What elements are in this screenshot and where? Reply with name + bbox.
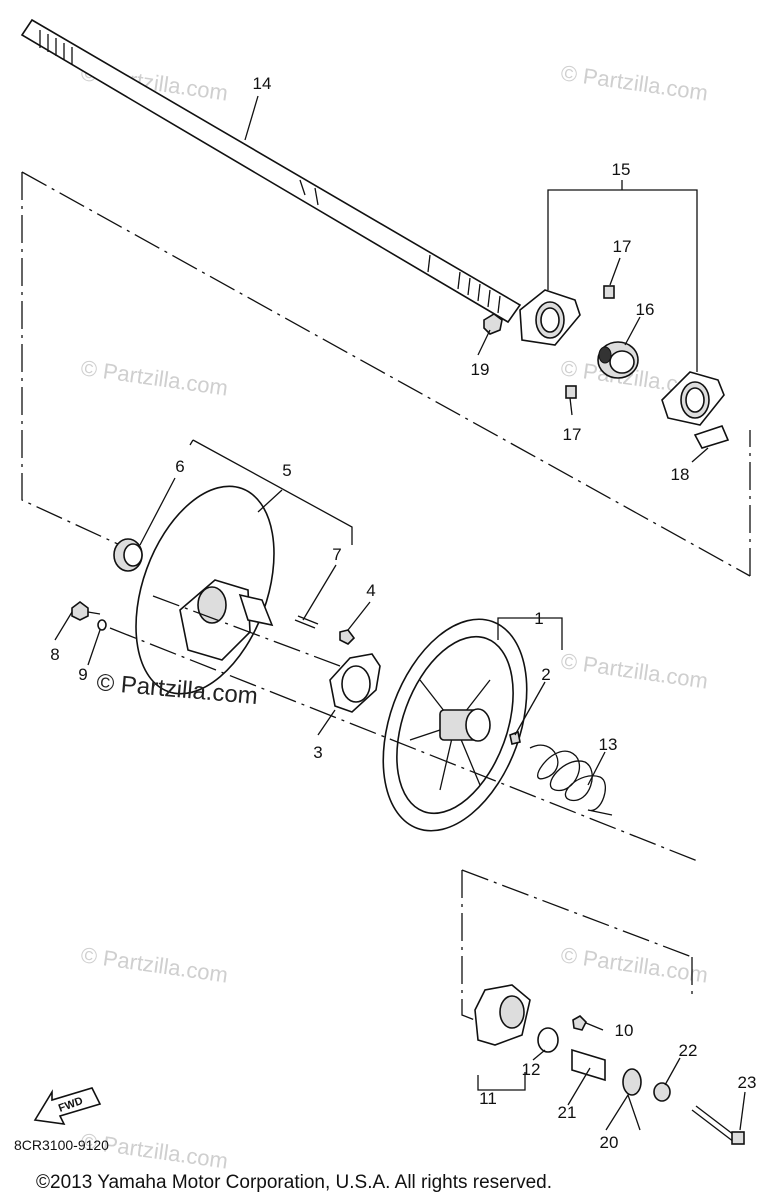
cam-hardware — [537, 1015, 745, 1145]
movable-sheave — [382, 618, 528, 832]
callout-9: 9 — [78, 665, 87, 684]
copyright-notice: ©2013 Yamaha Motor Corporation, U.S.A. A… — [36, 1172, 552, 1193]
callout-20: 20 — [600, 1133, 619, 1152]
drive-shaft — [20, 18, 522, 324]
callout-10: 10 — [615, 1021, 634, 1040]
callout-13: 13 — [599, 735, 618, 754]
sheave-fasteners — [71, 601, 319, 631]
set-screws-and-nuts — [483, 285, 730, 449]
callout-6: 6 — [175, 457, 184, 476]
callout-3: 3 — [313, 743, 322, 762]
fwd-arrow-icon: FWD — [33, 1087, 102, 1125]
bearing-housing-assembly — [519, 289, 725, 426]
callout-22: 22 — [679, 1041, 698, 1060]
callout-7: 7 — [332, 545, 341, 564]
callout-23: 23 — [738, 1073, 757, 1092]
watermark: © Partzilla.com — [559, 648, 709, 693]
cam — [474, 984, 531, 1046]
callout-21: 21 — [558, 1103, 577, 1122]
callout-19: 19 — [471, 360, 490, 379]
callout-2: 2 — [541, 665, 550, 684]
callout-11: 11 — [479, 1089, 497, 1108]
washer-and-bolt — [329, 629, 381, 713]
bushing — [113, 538, 143, 572]
bearing — [597, 341, 639, 379]
watermark-main: © Partzilla.com — [95, 669, 258, 710]
callout-16: 16 — [636, 300, 655, 319]
callout-15: 15 — [612, 160, 631, 179]
fixed-sheave — [135, 485, 275, 695]
diagram-code: 8CR3100-9120 — [14, 1137, 109, 1153]
watermark: © Partzilla.com — [79, 355, 229, 400]
callout-17: 17 — [613, 237, 632, 256]
callout-8: 8 — [50, 645, 59, 664]
callout-1: 1 — [534, 609, 543, 628]
watermark: © Partzilla.com — [79, 942, 229, 987]
leader-lines — [54, 95, 746, 1131]
callout-5: 5 — [282, 461, 291, 480]
assembly-frame — [21, 172, 121, 546]
watermark: © Partzilla.com — [559, 60, 709, 105]
callout-18: 18 — [671, 465, 690, 484]
callout-14: 14 — [253, 74, 272, 93]
spring — [529, 744, 613, 816]
callout-labels: 14 15 17 16 19 17 18 6 5 7 4 1 2 8 9 3 1… — [50, 74, 756, 1152]
callout-4: 4 — [366, 581, 375, 600]
callout-12: 12 — [522, 1060, 541, 1079]
callout-17-lower: 17 — [563, 425, 582, 444]
cam-frame — [461, 870, 481, 1023]
watermark: © Partzilla.com — [559, 942, 709, 987]
